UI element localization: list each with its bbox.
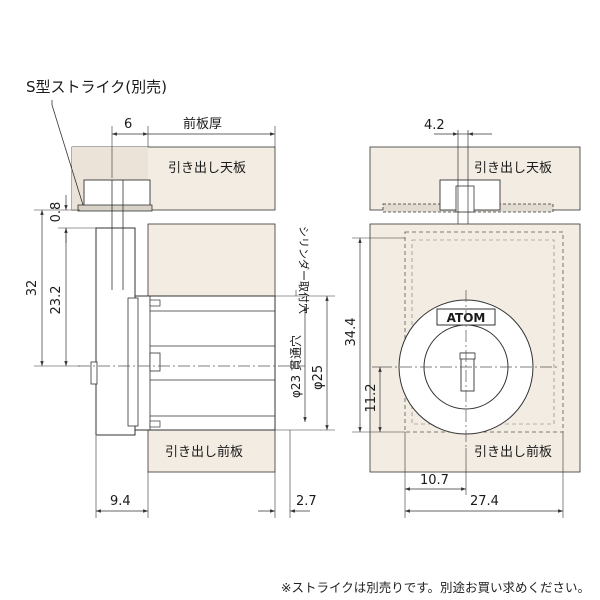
dim-27-4: 27.4	[470, 494, 499, 509]
dim-6: 6	[124, 117, 132, 132]
dim-11-2: 11.2	[364, 384, 379, 413]
right-view: 引き出し天板 引き出し前板 ATOM 4.2 34.4	[344, 118, 581, 518]
left-drawer-top-label: 引き出し天板	[168, 161, 246, 176]
front-thickness-label: 前板厚	[183, 116, 222, 132]
right-drawer-front-label: 引き出し前板	[474, 444, 552, 460]
right-drawer-top-label: 引き出し天板	[474, 161, 552, 176]
dim-4-2: 4.2	[424, 118, 445, 133]
dim-23-2: 23.2	[49, 286, 64, 315]
dim-9-4: 9.4	[110, 494, 131, 509]
dia-25-label: φ25	[311, 365, 326, 390]
dim-32: 32	[25, 280, 40, 297]
dim-10-7: 10.7	[420, 473, 449, 488]
cylinder-hole-label: シリンダー取付穴	[297, 226, 311, 314]
strike-plate	[77, 204, 153, 212]
left-drawer-front-label: 引き出し前板	[165, 444, 243, 460]
dim-34-4: 34.4	[344, 318, 359, 347]
dim-2-7: 2.7	[296, 494, 317, 509]
through-hole-label: φ23 貫通穴	[288, 335, 303, 398]
left-view: 引き出し天板 引き出し前板 S型ストライク(別売) 6	[25, 78, 335, 518]
footnote: ※ストライクは別売りです。別途お買い求めください。	[281, 580, 590, 595]
strike-callout: S型ストライク(別売)	[26, 78, 167, 96]
dim-0-8: 0.8	[49, 202, 64, 223]
